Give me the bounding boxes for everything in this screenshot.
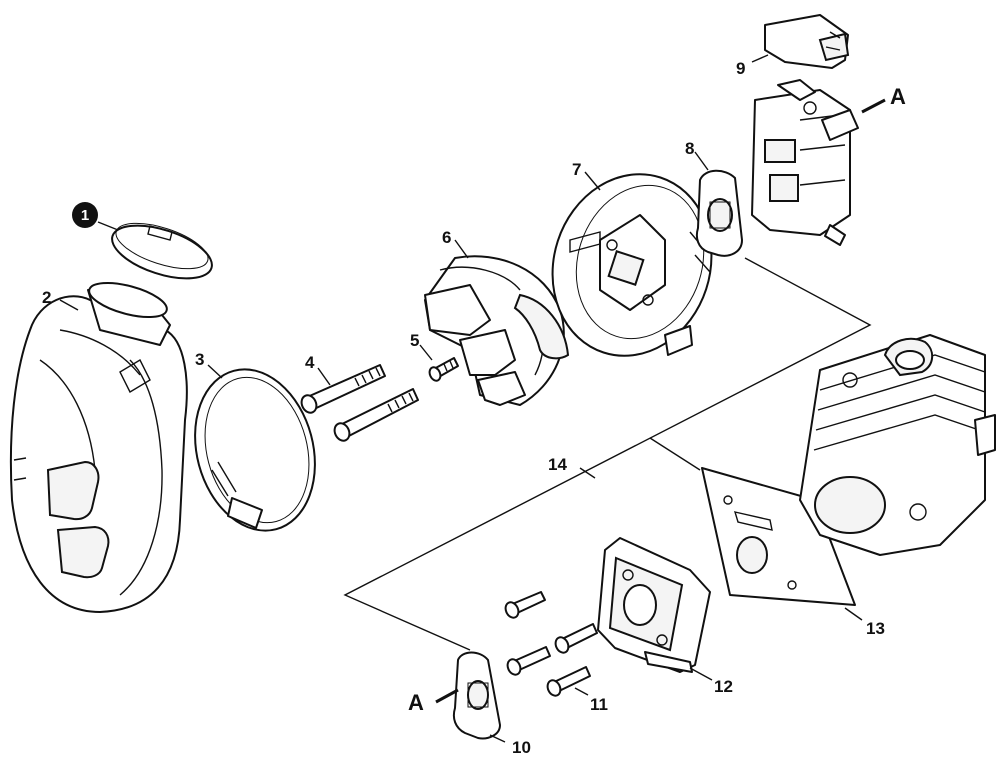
- callout-6: 6: [442, 228, 451, 247]
- ref-a-bottom: A: [408, 690, 424, 715]
- ref-a-top: A: [890, 84, 906, 109]
- callout-5: 5: [410, 331, 419, 350]
- part-12-intake-manifold: [597, 537, 711, 673]
- callout-2: 2: [42, 288, 51, 307]
- part-5-short-screw: [428, 357, 459, 382]
- part-6-fan-housing: [424, 255, 570, 406]
- callout-7: 7: [572, 160, 581, 179]
- part-13-cylinder-gasket: [701, 467, 856, 606]
- callout-1-badge: [72, 202, 98, 228]
- carburetor-assembly: [751, 79, 859, 246]
- part-10-intake-gasket: [452, 651, 501, 740]
- part-4-long-bolts: [300, 364, 419, 442]
- callout-8: 8: [685, 139, 694, 158]
- part-9-cap: [764, 14, 850, 69]
- callout-1: 1: [81, 207, 89, 224]
- callout-10: 10: [512, 738, 531, 757]
- group-14-bracket: [343, 257, 872, 651]
- part-11-screws: [504, 591, 598, 697]
- callout-9: 9: [736, 59, 745, 78]
- callout-11: 11: [590, 695, 608, 714]
- callout-12: 12: [714, 677, 733, 696]
- part-2-intake-housing: [9, 281, 188, 613]
- part-1-small-clamp: [111, 222, 213, 280]
- part-3-band-clamp: [194, 368, 316, 532]
- part-7-fan-cover: [551, 173, 713, 357]
- callout-13: 13: [866, 619, 885, 638]
- part-8-gasket: [695, 169, 743, 257]
- callout-4: 4: [305, 353, 315, 372]
- leader-lines: [59, 54, 886, 743]
- group-14-bracket-branch: [649, 437, 701, 471]
- engine-cylinder: [799, 334, 996, 556]
- callout-3: 3: [195, 350, 204, 369]
- callout-14: 14: [548, 455, 567, 474]
